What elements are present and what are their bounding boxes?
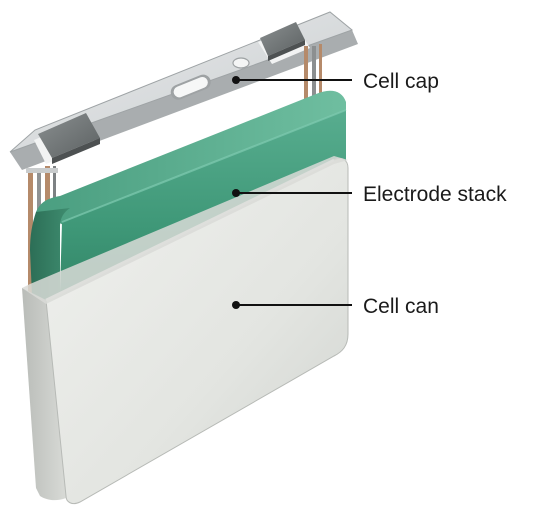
vent-slot [170,74,211,100]
left-terminal [34,113,100,164]
cell-cap [9,11,358,170]
label-cell-can: Cell can [363,295,439,318]
right-terminal [258,22,310,64]
callout-cell-can: Cell can [232,295,439,318]
callout-electrode-stack: Electrode stack [232,183,507,206]
fill-port [232,57,250,69]
electrode-stack-top [36,90,346,228]
cell-can-side [22,288,66,501]
callout-cell-cap: Cell cap [232,70,439,93]
label-electrode-stack: Electrode stack [363,183,507,206]
label-cell-cap: Cell cap [363,70,439,93]
